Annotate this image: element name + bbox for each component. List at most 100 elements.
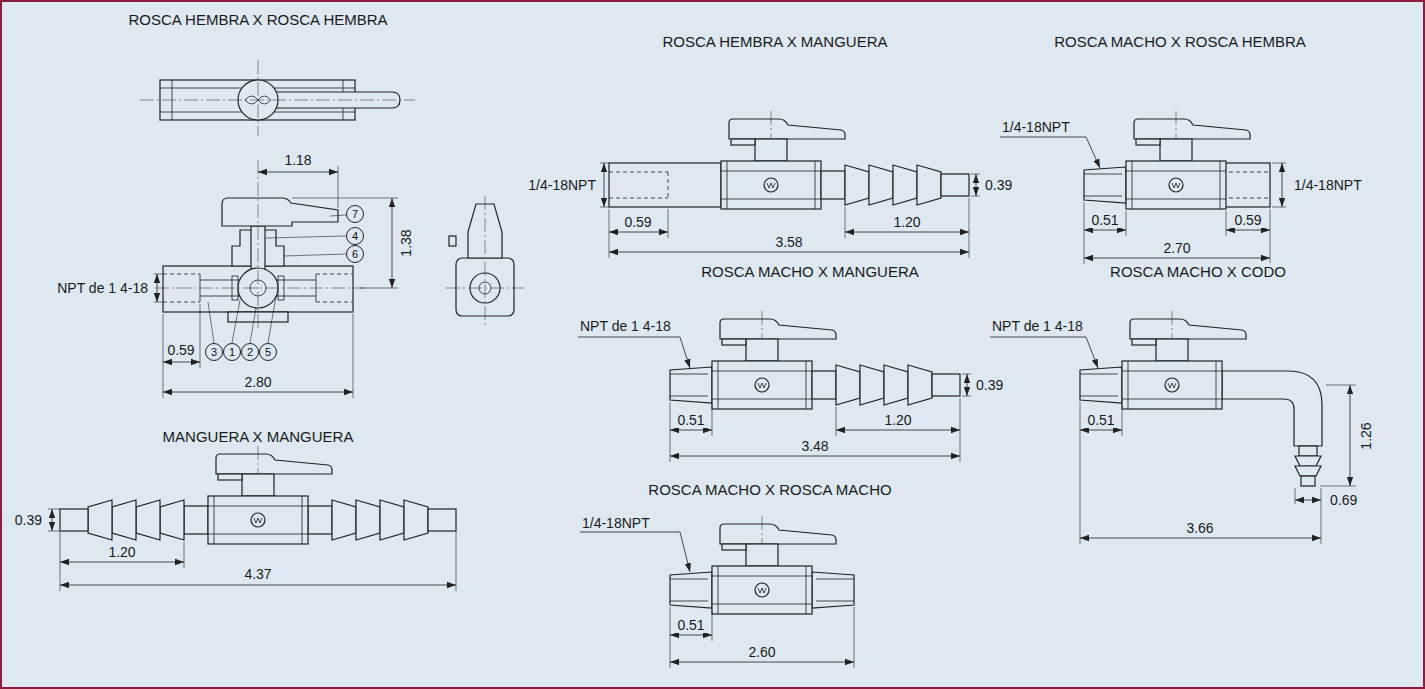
view-title: ROSCA HEMBRA X MANGUERA	[660, 33, 889, 51]
dimension-lines-part	[1084, 202, 1085, 264]
dimension-lines-part	[1126, 211, 1127, 236]
male-female-valve-part	[1229, 198, 1270, 199]
dimension-value: 1.20	[891, 214, 922, 230]
dimension-lines-part	[845, 207, 846, 238]
thread-spec: NPT de 1 4-18	[990, 318, 1085, 334]
dimension-lines	[600, 163, 980, 258]
callout-number: 4	[352, 230, 358, 242]
view-title: ROSCA HEMBRA X ROSCA HEMBRA	[126, 11, 389, 29]
male-male-valve	[670, 516, 854, 614]
section-view-part	[163, 302, 200, 303]
dimension-value: 1.26	[1358, 420, 1374, 451]
dimension-value: 0.59	[165, 342, 196, 358]
dimension-lines-part	[1350, 385, 1351, 486]
male-elbow-valve-part	[1122, 311, 1246, 409]
callout-leaders-part	[268, 296, 276, 343]
dimension-lines-part	[609, 252, 969, 253]
dimension-value: 3.66	[1184, 520, 1215, 536]
dimension-value: 1.20	[882, 412, 913, 428]
dimension-lines-part	[1122, 405, 1123, 436]
view-title: MANGUERA X MANGUERA	[161, 428, 356, 446]
dimension-value: 0.69	[1328, 492, 1359, 508]
female-hose-valve-part	[609, 172, 668, 173]
dimension-lines-part	[52, 509, 53, 531]
callout-number: 5	[265, 346, 271, 358]
male-female-valve-part	[1126, 111, 1250, 209]
male-male-valve-part	[712, 516, 836, 614]
dimension-lines-part	[60, 562, 184, 563]
side-view	[446, 196, 524, 326]
callout-circle: 6	[346, 245, 364, 263]
dimension-value: 0.39	[13, 512, 44, 528]
callout-circle: 5	[259, 343, 277, 361]
dimension-value: 0.39	[974, 377, 1005, 393]
dimension-lines	[580, 532, 854, 668]
dimension-value: 0.51	[1085, 412, 1116, 428]
callout-circle: 2	[241, 343, 259, 361]
dimension-lines	[48, 509, 456, 591]
thread-spec: NPT de 1 4-18	[55, 280, 150, 296]
dimension-lines-part	[1084, 258, 1270, 259]
callout-circle: 7	[346, 205, 364, 223]
callout-circle: 3	[205, 343, 223, 361]
dimension-lines-part	[600, 163, 609, 164]
dimension-lines-part	[60, 585, 456, 586]
female-hose-valve-part	[821, 165, 969, 205]
thread-spec: 1/4-18NPT	[526, 177, 598, 193]
dimension-lines-part	[668, 209, 669, 238]
dimension-value: 3.58	[773, 234, 804, 250]
dimension-value: 3.48	[799, 438, 830, 454]
dimension-value: 0.59	[1232, 212, 1263, 228]
dimension-lines-part	[163, 362, 200, 363]
dimension-lines-part	[292, 198, 398, 199]
dimension-lines-part	[1295, 488, 1296, 504]
callout-leaders-part	[250, 308, 256, 343]
dimension-lines-part	[200, 304, 201, 368]
dimension-lines-part	[969, 198, 970, 258]
dimension-lines	[578, 337, 971, 462]
dimension-lines-part	[836, 407, 837, 436]
dimension-lines-part	[258, 172, 338, 173]
top-view-part	[258, 60, 259, 136]
dimension-lines-part	[960, 398, 961, 462]
thread-spec: 1/4-18NPT	[1292, 177, 1364, 193]
dimension-lines	[990, 337, 1356, 544]
callout-leaders-part	[208, 302, 214, 343]
dimension-lines-part	[154, 274, 163, 275]
dimension-lines-part	[353, 314, 354, 398]
male-female-valve-part	[1229, 172, 1270, 173]
hose-hose-valve-part	[60, 500, 208, 540]
dimension-lines-part	[712, 610, 713, 641]
dimension-value: 0.59	[622, 214, 653, 230]
dimension-lines-part	[1295, 500, 1321, 501]
hose-hose-valve-part	[308, 500, 456, 540]
section-view-part	[163, 274, 200, 275]
male-elbow-valve-part	[1222, 371, 1322, 446]
dimension-lines-part	[157, 274, 158, 302]
dimension-lines-part	[604, 163, 605, 207]
dimension-lines-part	[1080, 538, 1321, 539]
male-hose-valve-part	[670, 367, 712, 403]
male-elbow-valve-part	[1299, 446, 1317, 456]
dimension-lines-part	[163, 314, 164, 398]
dimension-lines-part	[1084, 230, 1126, 231]
dimension-lines-part	[154, 302, 163, 303]
dimension-lines-part	[976, 174, 977, 196]
male-elbow-valve	[1080, 311, 1322, 486]
dimension-lines-part	[971, 196, 980, 197]
callout-number: 1	[229, 346, 235, 358]
dimension-lines-part	[578, 337, 690, 368]
dimension-lines-part	[184, 542, 185, 568]
male-elbow-valve-part	[1080, 367, 1122, 403]
callout-leaders-part	[266, 236, 346, 238]
dimension-lines-part	[670, 456, 960, 457]
dimension-lines-part	[1282, 163, 1283, 207]
dimension-value: 0.51	[675, 617, 706, 633]
callout-leaders	[208, 215, 346, 343]
dimension-lines-part	[1320, 486, 1356, 487]
dimension-lines-part	[1272, 163, 1286, 164]
male-male-valve-part	[670, 572, 712, 608]
callout-circle: 4	[346, 227, 364, 245]
